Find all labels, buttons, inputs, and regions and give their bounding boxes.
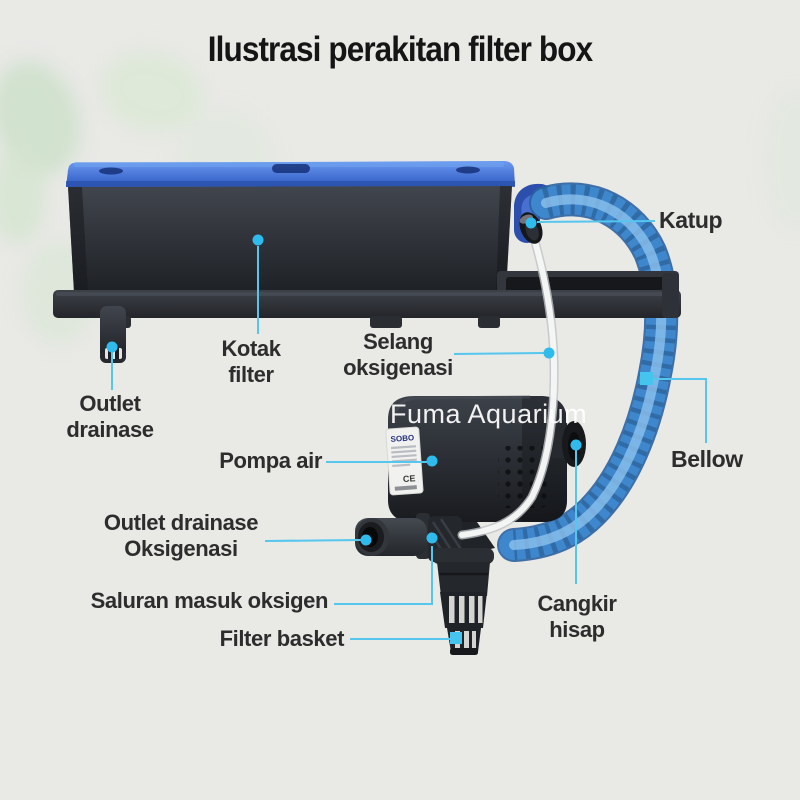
label-line: Selang — [363, 329, 433, 354]
filter-box-lid — [66, 161, 515, 187]
page-title: Ilustrasi perakitan filter box — [207, 30, 593, 69]
watermark: Fuma Aquarium — [390, 399, 588, 429]
marker-dot-katup — [525, 217, 537, 229]
label-line: Oksigenasi — [124, 535, 238, 561]
pump-ce-mark: CE — [403, 473, 416, 484]
marker-dot-cangkir — [570, 439, 582, 451]
bracket-foot — [370, 316, 402, 328]
bracket-foot — [478, 316, 500, 328]
label-line: filter — [228, 361, 274, 387]
marker-dot-pompa — [426, 455, 438, 467]
marker-square-bellow — [640, 372, 653, 385]
pump-label: SOBO CE — [385, 426, 424, 496]
leader-markers — [106, 217, 653, 644]
label-line: Kotak — [221, 336, 281, 361]
label-outlet-drainase: Outlet drainase — [40, 391, 180, 443]
filter-box — [66, 161, 515, 292]
leader-lines — [111, 220, 707, 640]
label-cangkir-hisap: Cangkir hisap — [518, 591, 636, 643]
marker-dot-selang — [543, 347, 555, 359]
label-line: Outlet drainase — [103, 510, 259, 535]
leader-saluran — [334, 546, 433, 605]
label-saluran-masuk-oksigen: Saluran masuk oksigen — [90, 588, 329, 613]
label-kotak-filter: Kotak filter — [192, 336, 310, 388]
lid-slot — [456, 166, 480, 174]
leader-katup — [536, 220, 656, 223]
bracket-bar — [53, 290, 681, 318]
lid-slot — [99, 167, 123, 175]
label-katup: Katup — [659, 207, 723, 233]
label-outlet-drainase-oksigenasi: Outlet drainase Oksigenasi — [62, 510, 300, 562]
leader-outlet-oksigenasi — [264, 539, 362, 542]
filter-basket — [432, 548, 494, 655]
water-pump: SOBO CE — [355, 395, 586, 655]
marker-square-filter-basket — [450, 632, 462, 644]
oxygen-hose — [457, 233, 559, 540]
label-selang-oksigenasi: Selang oksigenasi — [330, 329, 466, 381]
label-line: Outlet — [79, 391, 141, 416]
label-line: drainase — [66, 416, 154, 442]
label-line: hisap — [549, 616, 605, 642]
marker-dot-saluran — [426, 532, 438, 544]
label-line: oksigenasi — [343, 354, 453, 380]
marker-dot-kotak — [252, 234, 264, 246]
marker-dot-outlet-oksigenasi — [360, 534, 372, 546]
filter-box-body — [68, 186, 512, 292]
marker-dot-outlet-drainase — [106, 341, 118, 353]
leader-bellow — [651, 378, 707, 443]
leader-selang — [453, 352, 545, 355]
pump-brand-text: SOBO — [390, 433, 414, 444]
label-filter-basket: Filter basket — [219, 626, 345, 651]
label-bellow: Bellow — [671, 446, 743, 472]
label-pompa-air: Pompa air — [219, 448, 322, 473]
lid-handle-slot — [272, 164, 310, 173]
label-line: Cangkir — [537, 591, 617, 616]
